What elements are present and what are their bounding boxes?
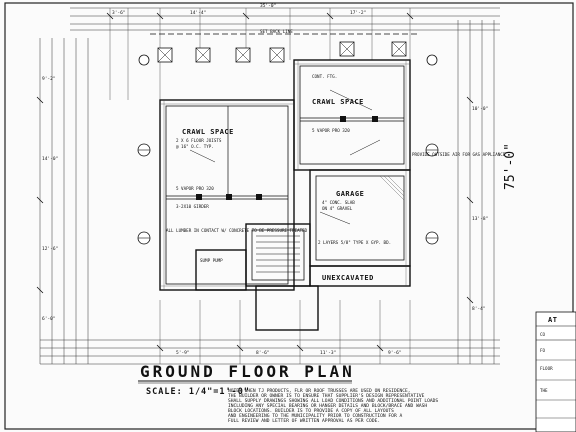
note-vapor-left: 5 VAPOR PRO 320 <box>176 186 214 191</box>
note-sump: SUMP PUMP <box>200 258 223 263</box>
general-note-line-6: AND ENGINEERING TO THE MUNICIPALITY PRIO… <box>228 413 402 419</box>
note-vapor-right: 5 VAPOR PRO 320 <box>312 128 350 133</box>
room-label-unexcavated: UNEXCAVATED <box>322 274 374 282</box>
dim-bottom-a: 5'-9" <box>176 350 190 356</box>
general-note-line-7: FULL REVIEW AND LETTER OF WRITTEN APPROV… <box>228 418 380 424</box>
dim-bottom-b: 8'-6" <box>256 350 270 356</box>
footing-blocks <box>157 41 407 63</box>
dim-right-c: 8'-4" <box>472 306 486 312</box>
note-garage-slab: 4" CONC. SLAB <box>322 200 355 205</box>
general-note-line-5: BLOCK LOCATIONS. BUILDER IS TO PROVIDE A… <box>228 408 394 414</box>
note-layers: 2 LAYERS 5/8" TYPE X GYP. BD. <box>318 240 391 245</box>
dim-left-c: 12'-6" <box>42 246 58 252</box>
stairs <box>256 235 300 273</box>
dim-left-b: 14'-0" <box>42 156 58 162</box>
note-footing: CONT. FTG. <box>312 74 337 79</box>
room-label-garage: GARAGE <box>336 190 364 198</box>
sheet-border <box>4 2 574 430</box>
dim-left-d: 6'-0" <box>42 316 56 322</box>
sidebar-line-4: THE <box>540 388 548 393</box>
general-note-block: NOTE: WHEN TJ PRODUCTS, FLR OR ROOF TRUS… <box>228 388 438 424</box>
note-joists-spacing: @ 16" O.C. TYP. <box>176 144 214 149</box>
sidebar-title: AT <box>548 316 557 324</box>
note-garage-gravel: ON 4" GRAVEL <box>322 206 353 211</box>
note-vent: PROVIDE OUTSIDE AIR FOR GAS APPLIANCE <box>412 152 506 157</box>
sidebar-line-3: FLOOR <box>540 366 553 371</box>
dim-bottom-d: 9'-6" <box>388 350 402 356</box>
dim-bottom-c: 11'-3" <box>320 350 336 356</box>
note-lumber: ALL LUMBER IN CONTACT W/ CONCRETE TO BE … <box>166 228 308 233</box>
room-label-crawl-right: CRAWL SPACE <box>312 98 364 106</box>
general-note-line-1: NOTE: WHEN TJ PRODUCTS, FLR OR ROOF TRUS… <box>228 388 411 394</box>
dim-left-a: 9'-2" <box>42 76 56 82</box>
title-block-sidebar: AT CO FO FLOOR THE <box>535 311 576 432</box>
dim-overall-width: 35'-0" <box>260 3 276 9</box>
note-girder: 3-2X10 GIRDER <box>176 204 209 209</box>
dim-top-c: 17'-2" <box>350 10 366 16</box>
dim-right-a: 10'-0" <box>472 106 488 112</box>
overall-depth-label: 75'-0" <box>503 143 518 190</box>
general-note-line-2: THE BUILDER OR OWNER IS TO ENSURE THAT S… <box>228 393 425 399</box>
setback-label: SET BACK LINE <box>260 29 293 34</box>
room-label-crawl-left: CRAWL SPACE <box>182 128 234 136</box>
dim-top-a: 3'-6" <box>112 10 126 16</box>
dim-top-b: 14'-4" <box>190 10 206 16</box>
plan-title: GROUND FLOOR PLAN <box>140 362 355 381</box>
note-joists: 2 X 6 FLOOR JOISTS <box>176 138 222 143</box>
plan-scale: SCALE: 1/4"=1'-0" <box>146 387 250 397</box>
sidebar-line-2: FO <box>540 348 546 353</box>
general-note-line-4: INCLUDING ANY SPECIAL BEARING OR HANGER … <box>228 403 427 409</box>
dim-right-b: 13'-8" <box>472 216 488 222</box>
foundation-walls <box>159 59 411 331</box>
sidebar-line-1: CO <box>540 332 546 337</box>
general-note-line-3: SHALL SUPPLY DRAWINGS SHOWING ALL LOAD C… <box>228 398 438 404</box>
dimension-lines <box>39 7 500 365</box>
